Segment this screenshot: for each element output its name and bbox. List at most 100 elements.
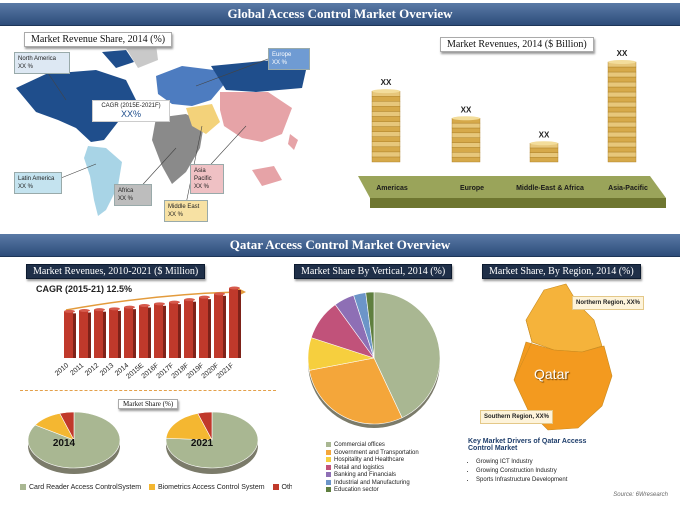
callout-africa: Africa XX % <box>114 184 152 206</box>
mini-pie-2014-slice-3 <box>59 411 75 441</box>
vertical-legend-item: Hospitality and Healthcare <box>326 457 419 465</box>
legend-label: Industrial and Manufacturing <box>334 479 410 486</box>
region-share-title: Market Share, By Region, 2014 (%) <box>482 264 641 279</box>
global-bar-label: XX <box>461 105 472 114</box>
global-bar-label: XX <box>617 49 628 58</box>
callout-africa-name: Africa <box>118 188 134 194</box>
global-bar-category: Middle-East & Africa <box>516 185 584 192</box>
mini-legend-item-card: Card Reader Access ControlSystem <box>20 484 141 491</box>
cagr-value: XX% <box>120 109 141 119</box>
global-revenue-title: Market Revenues, 2014 ($ Billion) <box>440 37 594 52</box>
callout-middle-east: Middle East XX % <box>164 200 208 222</box>
global-revenue-panel: Market Revenues, 2014 ($ Billion) XX Amer… <box>334 30 674 226</box>
vertical-legend-item: Commercial offices <box>326 442 419 450</box>
divider <box>20 390 276 391</box>
global-chart-floor-edge <box>370 198 666 208</box>
mini-legend-item-bio: Biometrics Access Control System <box>149 484 265 491</box>
qatar-cagr: CAGR (2015-21) 12.5% <box>36 284 133 294</box>
vertical-legend-item: Government and Transportation <box>326 449 419 458</box>
mini-share-title: Market Share (%) <box>118 399 179 409</box>
qatar-bar-2013 <box>109 307 121 358</box>
callout-middle-east-name: Middle East <box>168 204 200 210</box>
vertical-share-panel: Market Share By Vertical, 2014 (%) Comme… <box>292 262 458 496</box>
legend-label: Government and Transportation <box>334 449 419 456</box>
qatar-bar-2021F <box>229 286 241 358</box>
callout-latin-america-name: Latin America <box>18 176 55 182</box>
callout-europe: Europe XX % <box>268 48 310 70</box>
global-bar-3 <box>529 141 559 163</box>
qatar-revenue-panel: Market Revenues, 2010-2021 ($ Million) C… <box>6 262 303 496</box>
callout-latin-america: Latin America XX % <box>14 172 62 194</box>
qatar-bar-2018F <box>184 298 196 358</box>
global-bar-label: XX <box>539 130 550 139</box>
legend-swatch <box>326 472 331 478</box>
map-middle-east <box>186 104 220 134</box>
callout-north-america-value: XX % <box>18 64 34 70</box>
qatar-bar-2011 <box>79 309 91 358</box>
map-latin-america <box>84 146 122 216</box>
world-map-panel: Market Revenue Share, 2014 (%) North Ame… <box>6 30 324 226</box>
vertical-legend-item: Banking and Financials <box>326 472 419 480</box>
vertical-pie-slice-2 <box>308 357 403 425</box>
vertical-pie-slice-1 <box>373 291 441 419</box>
qatar-cagr-arrow <box>65 291 239 311</box>
callout-northern-region: Northern Region, XX% <box>572 296 645 310</box>
driver-item: Sports Infrastructure Development <box>476 476 567 485</box>
world-map-title: Market Revenue Share, 2014 (%) <box>24 32 173 47</box>
legend-swatch <box>326 487 331 493</box>
global-bar-1 <box>371 89 401 163</box>
global-bar-category: Americas <box>376 185 408 192</box>
qatar-bar-2010 <box>64 309 76 358</box>
qatar-bar-tick: 2012 <box>84 362 101 377</box>
callout-latin-america-value: XX % <box>18 184 34 190</box>
vertical-legend-item: Retail and logistics <box>326 464 419 473</box>
source-note: Source: 6Wresearch <box>613 492 668 498</box>
legend-label: Hospitality and Healthcare <box>334 457 405 464</box>
vertical-share-title: Market Share By Vertical, 2014 (%) <box>294 264 453 279</box>
world-map <box>16 44 306 216</box>
vertical-legend-item: Education sector <box>326 487 419 495</box>
callout-southern-region: Southern Region, XX% <box>480 410 554 424</box>
qatar-bar-2020F <box>214 292 226 358</box>
legend-swatch <box>326 457 331 463</box>
drivers-title: Key Market Drivers of Qatar Access Contr… <box>468 438 587 452</box>
callout-north-america-name: North America <box>18 56 57 62</box>
legend-swatch <box>326 442 331 447</box>
legend-swatch <box>326 479 331 485</box>
qatar-bar-2015E <box>139 304 151 358</box>
global-banner: Global Access Control Market Overview <box>0 3 680 26</box>
map-africa <box>152 114 204 184</box>
qatar-bar-2014 <box>124 305 136 358</box>
region-share-panel: Market Share, By Region, 2014 (%) Qatar … <box>462 262 674 506</box>
map-northern-region <box>525 283 603 353</box>
qatar-bar-2012 <box>94 308 106 358</box>
legend-label: Retail and logistics <box>334 464 385 471</box>
callout-asia-pacific: Asia Pacific XX % <box>190 164 224 194</box>
legend-label: Education sector <box>334 487 379 494</box>
qatar-revenue-chart: 201020112012201320142015E2016F2017F2018F… <box>54 286 246 381</box>
qatar-map <box>513 283 613 431</box>
map-country-label: Qatar <box>534 366 570 382</box>
map-europe <box>156 66 226 106</box>
qatar-banner: Qatar Access Control Market Overview <box>0 234 680 257</box>
cagr-box: CAGR (2015E-2021F) XX% <box>92 100 170 122</box>
global-bar-4 <box>607 60 637 163</box>
global-chart-floor <box>358 176 666 198</box>
vertical-pie <box>307 291 441 428</box>
global-revenue-chart: XX Americas XX Europe XX Middle-East & Africa… <box>358 49 666 208</box>
callout-north-america: North America XX % <box>14 52 70 74</box>
global-bar-category: Europe <box>460 185 484 192</box>
qatar-bar-tick: 2010 <box>54 362 71 377</box>
callout-africa-value: XX % <box>118 196 134 202</box>
drivers-list: Growing ICT Industry Growing Constructio… <box>462 458 567 485</box>
mini-pie-2021-slice-2 <box>165 413 213 441</box>
callout-asia-pacific-value: XX % <box>194 184 210 190</box>
callout-asia-pacific-name: Asia Pacific <box>194 168 212 182</box>
legend-swatch <box>326 464 331 470</box>
mini-pie-year: 2014 <box>53 438 76 449</box>
mini-pie-2021-slice-3 <box>197 411 213 441</box>
callout-europe-value: XX % <box>272 60 288 66</box>
mini-legend: Card Reader Access ControlSystem Biometr… <box>20 484 303 491</box>
